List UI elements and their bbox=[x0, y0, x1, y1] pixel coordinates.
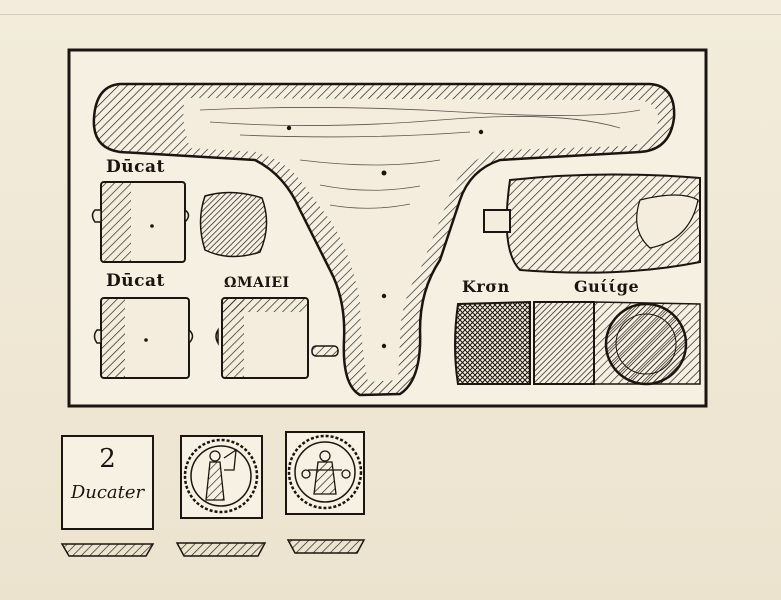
coin-1 bbox=[190, 445, 252, 507]
gulden-mold-square bbox=[533, 301, 595, 385]
wood-grain bbox=[199, 107, 641, 209]
edge-strip-2 bbox=[175, 542, 267, 557]
label-ducat-top: Dūcat bbox=[106, 157, 165, 177]
coin-2-figure bbox=[301, 450, 351, 495]
peg bbox=[483, 209, 511, 233]
coin-2 bbox=[294, 441, 356, 503]
t-cavity-inner bbox=[183, 98, 659, 382]
card-number: 2 bbox=[99, 444, 116, 474]
label-ducat-bottom: Dūcat bbox=[106, 271, 165, 291]
paper-fold-line bbox=[0, 14, 781, 15]
label-krone: Krσn bbox=[462, 277, 510, 296]
two-ducats-card bbox=[61, 435, 154, 530]
coin-1-figure bbox=[205, 448, 237, 501]
edge-strip-1 bbox=[60, 543, 155, 557]
dark-blob bbox=[199, 191, 268, 258]
edge-strip-3 bbox=[286, 539, 366, 554]
krone-mold bbox=[454, 300, 531, 385]
label-middle: ΩΜΑΙΕΙ bbox=[224, 275, 290, 291]
card-word: Ducater bbox=[70, 482, 145, 503]
label-gulden: Guίίge bbox=[574, 277, 640, 296]
gulden-mold-circle bbox=[604, 302, 688, 386]
